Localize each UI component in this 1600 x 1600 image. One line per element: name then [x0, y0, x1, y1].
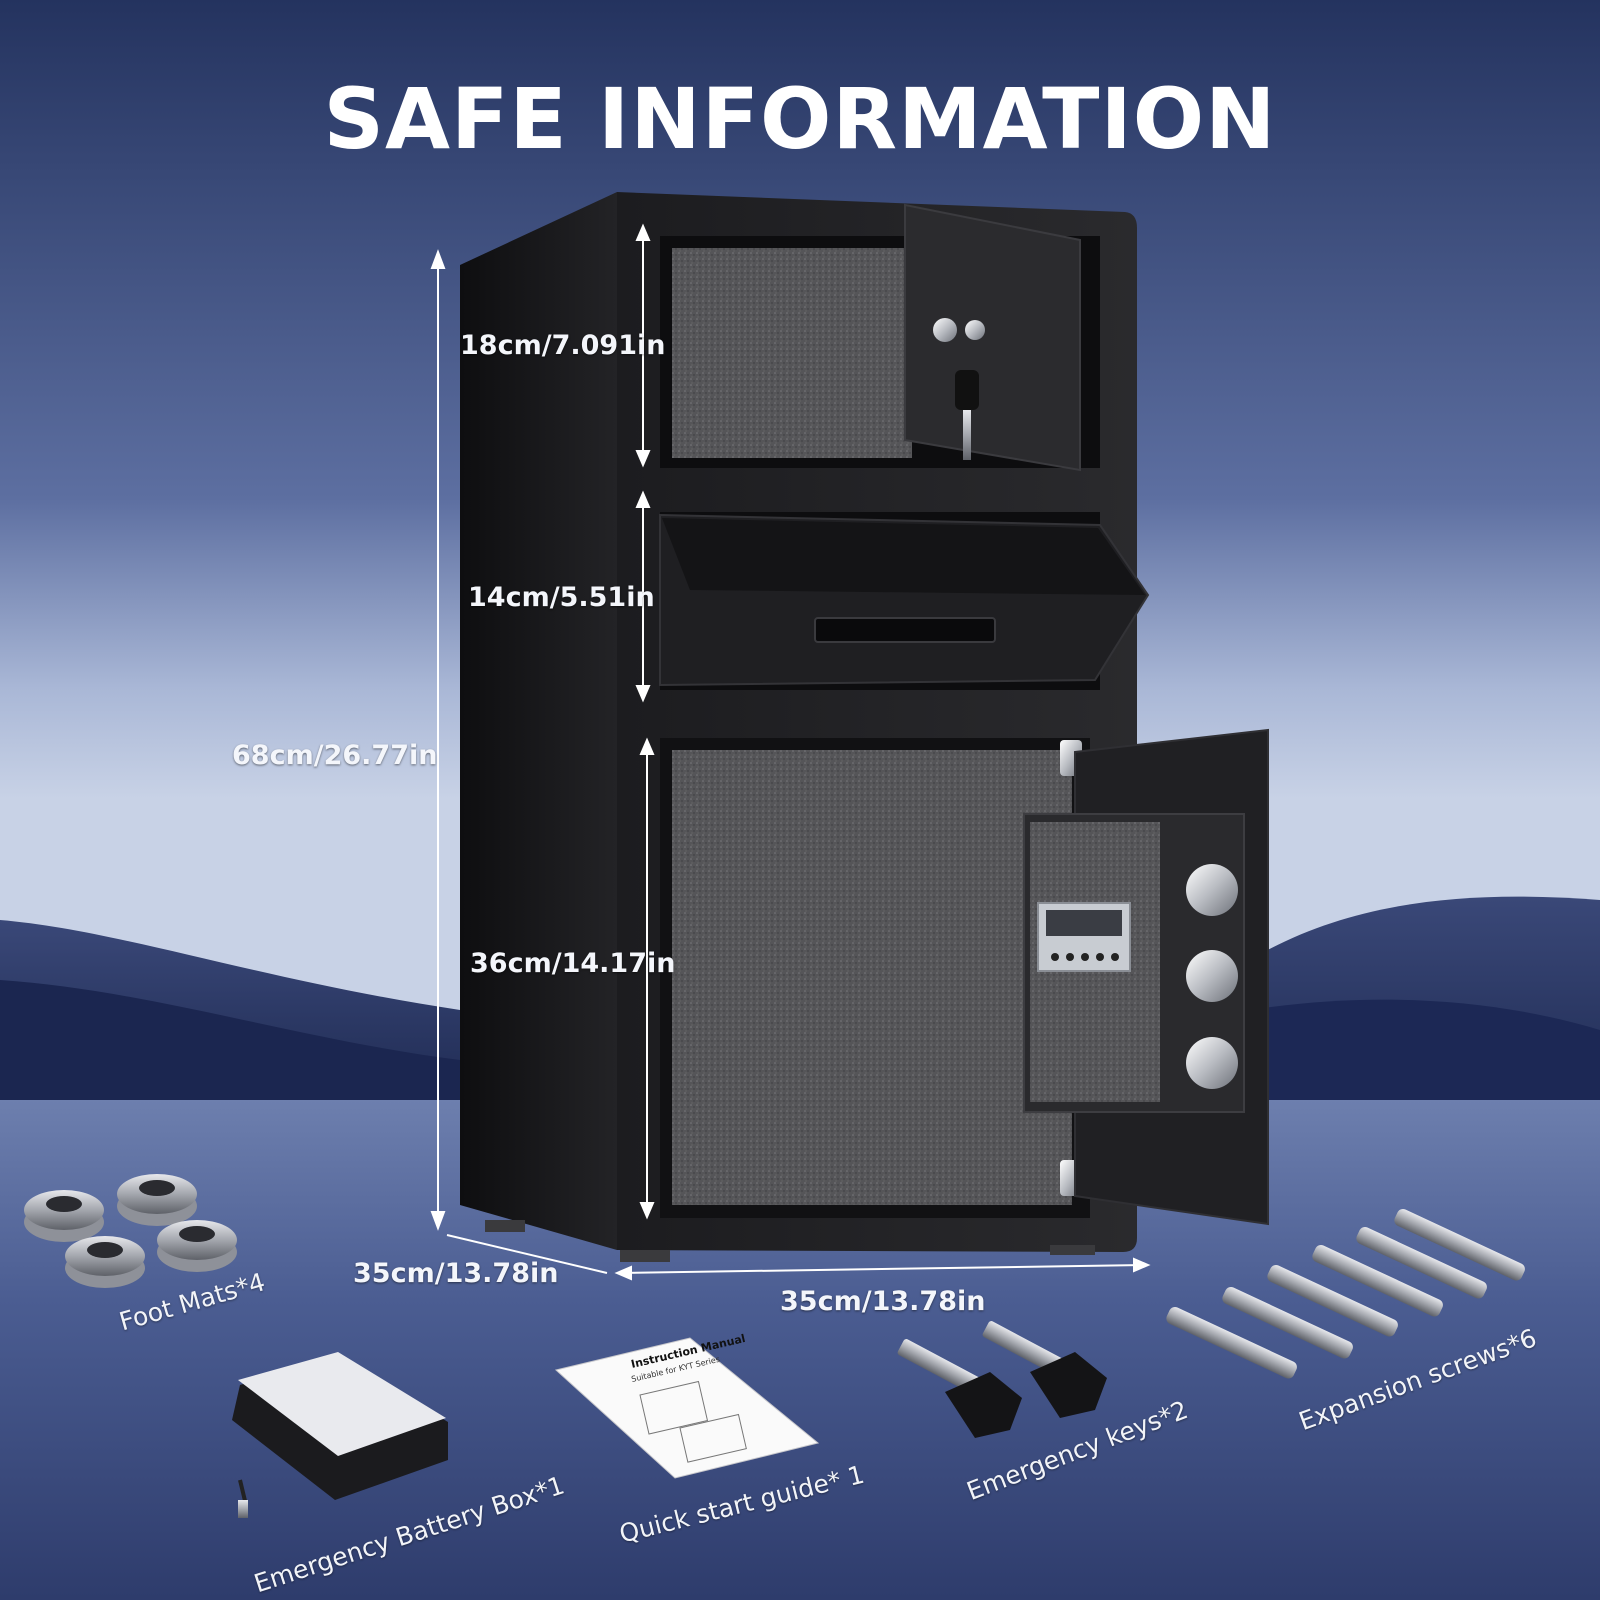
safe-foot [1050, 1245, 1095, 1255]
dim-lower-compartment: 36cm/14.17in [470, 948, 676, 979]
keypad-button [1051, 953, 1059, 961]
key-blade [963, 410, 971, 460]
left-hill-back [0, 980, 460, 1110]
foot-mats [24, 1174, 237, 1288]
dim-top-compartment: 18cm/7.091in [460, 330, 666, 361]
emergency-keys [897, 1321, 1107, 1438]
safe-foot [620, 1250, 670, 1262]
safe-side [460, 192, 617, 1250]
keypad-button [1081, 953, 1089, 961]
lock-cylinder [965, 320, 985, 340]
keypad-button [1066, 953, 1074, 961]
drop-slot-handle [814, 617, 996, 643]
keypad-button [1096, 953, 1104, 961]
expansion-screws [1166, 1208, 1525, 1379]
top-door [904, 203, 1081, 472]
battery-box [232, 1352, 448, 1518]
lock-cylinder [933, 318, 957, 342]
dim-width: 35cm/13.78in [780, 1286, 986, 1317]
keypad-display [1046, 910, 1122, 936]
dim-depth: 35cm/13.78in [353, 1258, 559, 1289]
dim-drop-slot: 14cm/5.51in [468, 582, 655, 613]
bolt-knob [1186, 950, 1238, 1002]
dim-total-height: 68cm/26.77in [232, 740, 438, 771]
safe-foot [485, 1220, 525, 1232]
bolt-knob [1186, 1037, 1238, 1089]
right-hill-front [1250, 999, 1600, 1130]
key-head [955, 370, 979, 410]
bolt-knob [1186, 864, 1238, 916]
safe [460, 192, 1269, 1262]
page-title: SAFE INFORMATION [323, 70, 1277, 168]
drop-slot-lip [662, 518, 1145, 595]
lower-compartment-interior [672, 750, 1072, 1205]
dimension-lines [430, 223, 1151, 1281]
top-compartment-interior [672, 248, 912, 458]
keypad-button [1111, 953, 1119, 961]
